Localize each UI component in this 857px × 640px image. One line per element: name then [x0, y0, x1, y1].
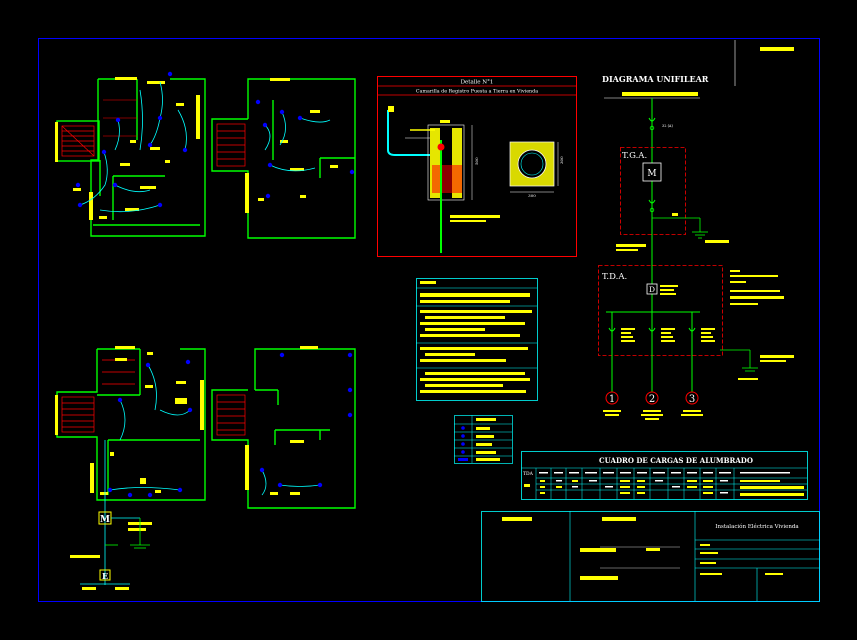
drawing-frame	[38, 38, 820, 602]
floor-plan-top-middle	[211, 78, 356, 239]
tda-panel	[598, 265, 723, 356]
stair-top-middle	[216, 123, 246, 167]
feed-rating: 32 (A)	[662, 124, 673, 128]
stair-top-left	[61, 125, 95, 157]
floor-plan-bottom-middle	[211, 346, 356, 509]
loads-table-title: CUADRO DE CARGAS DE ALUMBRADO	[599, 456, 753, 465]
detail-side-dim: 300	[559, 156, 564, 164]
diagram-title: DIAGRAMA UNIFILEAR	[602, 74, 709, 84]
circuit-number-markers: 1 2 3	[605, 391, 699, 405]
detail-1-box: Detalle N°1 Camarilla de Registro Puesta…	[377, 76, 577, 257]
plan-meter-box: M E	[70, 511, 152, 590]
detail-subtitle: Camarilla de Registro Puesta a Tierra en…	[416, 89, 538, 95]
tga-panel	[620, 147, 686, 235]
notes-table	[416, 278, 538, 401]
circuit-number-2: 2	[649, 394, 655, 405]
corner-label-bar	[760, 47, 794, 51]
detail-title: Detalle N°1	[461, 80, 494, 86]
floor-plan-top-left	[55, 71, 206, 237]
stair-bottom-middle	[216, 394, 246, 436]
title-block-project: Instalación Eléctrica Vivienda	[715, 523, 799, 530]
tga-meter-symbol: M	[647, 169, 656, 179]
detail-height-dim: 500	[474, 157, 479, 165]
tda-breaker-symbol: D	[649, 285, 655, 294]
plan-ground-symbol: E	[102, 571, 108, 581]
circuit-number-3: 3	[689, 394, 695, 405]
tda-label: T.D.A.	[602, 272, 627, 282]
stair-bottom-left	[61, 359, 135, 433]
branch-circuits	[608, 312, 696, 392]
loads-table-first-header: TDA	[523, 471, 534, 477]
legend-table	[454, 415, 513, 464]
tga-label: T.G.A.	[622, 151, 647, 161]
tda-notes	[730, 270, 784, 305]
single-line-diagram: DIAGRAMA UNIFILEAR 32 (A) T.G.A. M T.D.A…	[598, 74, 794, 420]
title-block: Instalación Eléctrica Vivienda	[481, 511, 820, 602]
detail-width-dim: 300	[528, 193, 536, 198]
floor-plan-bottom-left: M E	[55, 346, 206, 590]
circuit-number-1: 1	[609, 394, 615, 405]
chamber-plan: 300 300	[509, 141, 564, 198]
ground-rod-section: 500	[387, 106, 500, 253]
loads-table: CUADRO DE CARGAS DE ALUMBRADO TDA	[521, 451, 808, 500]
plan-meter-symbol: M	[100, 515, 110, 525]
